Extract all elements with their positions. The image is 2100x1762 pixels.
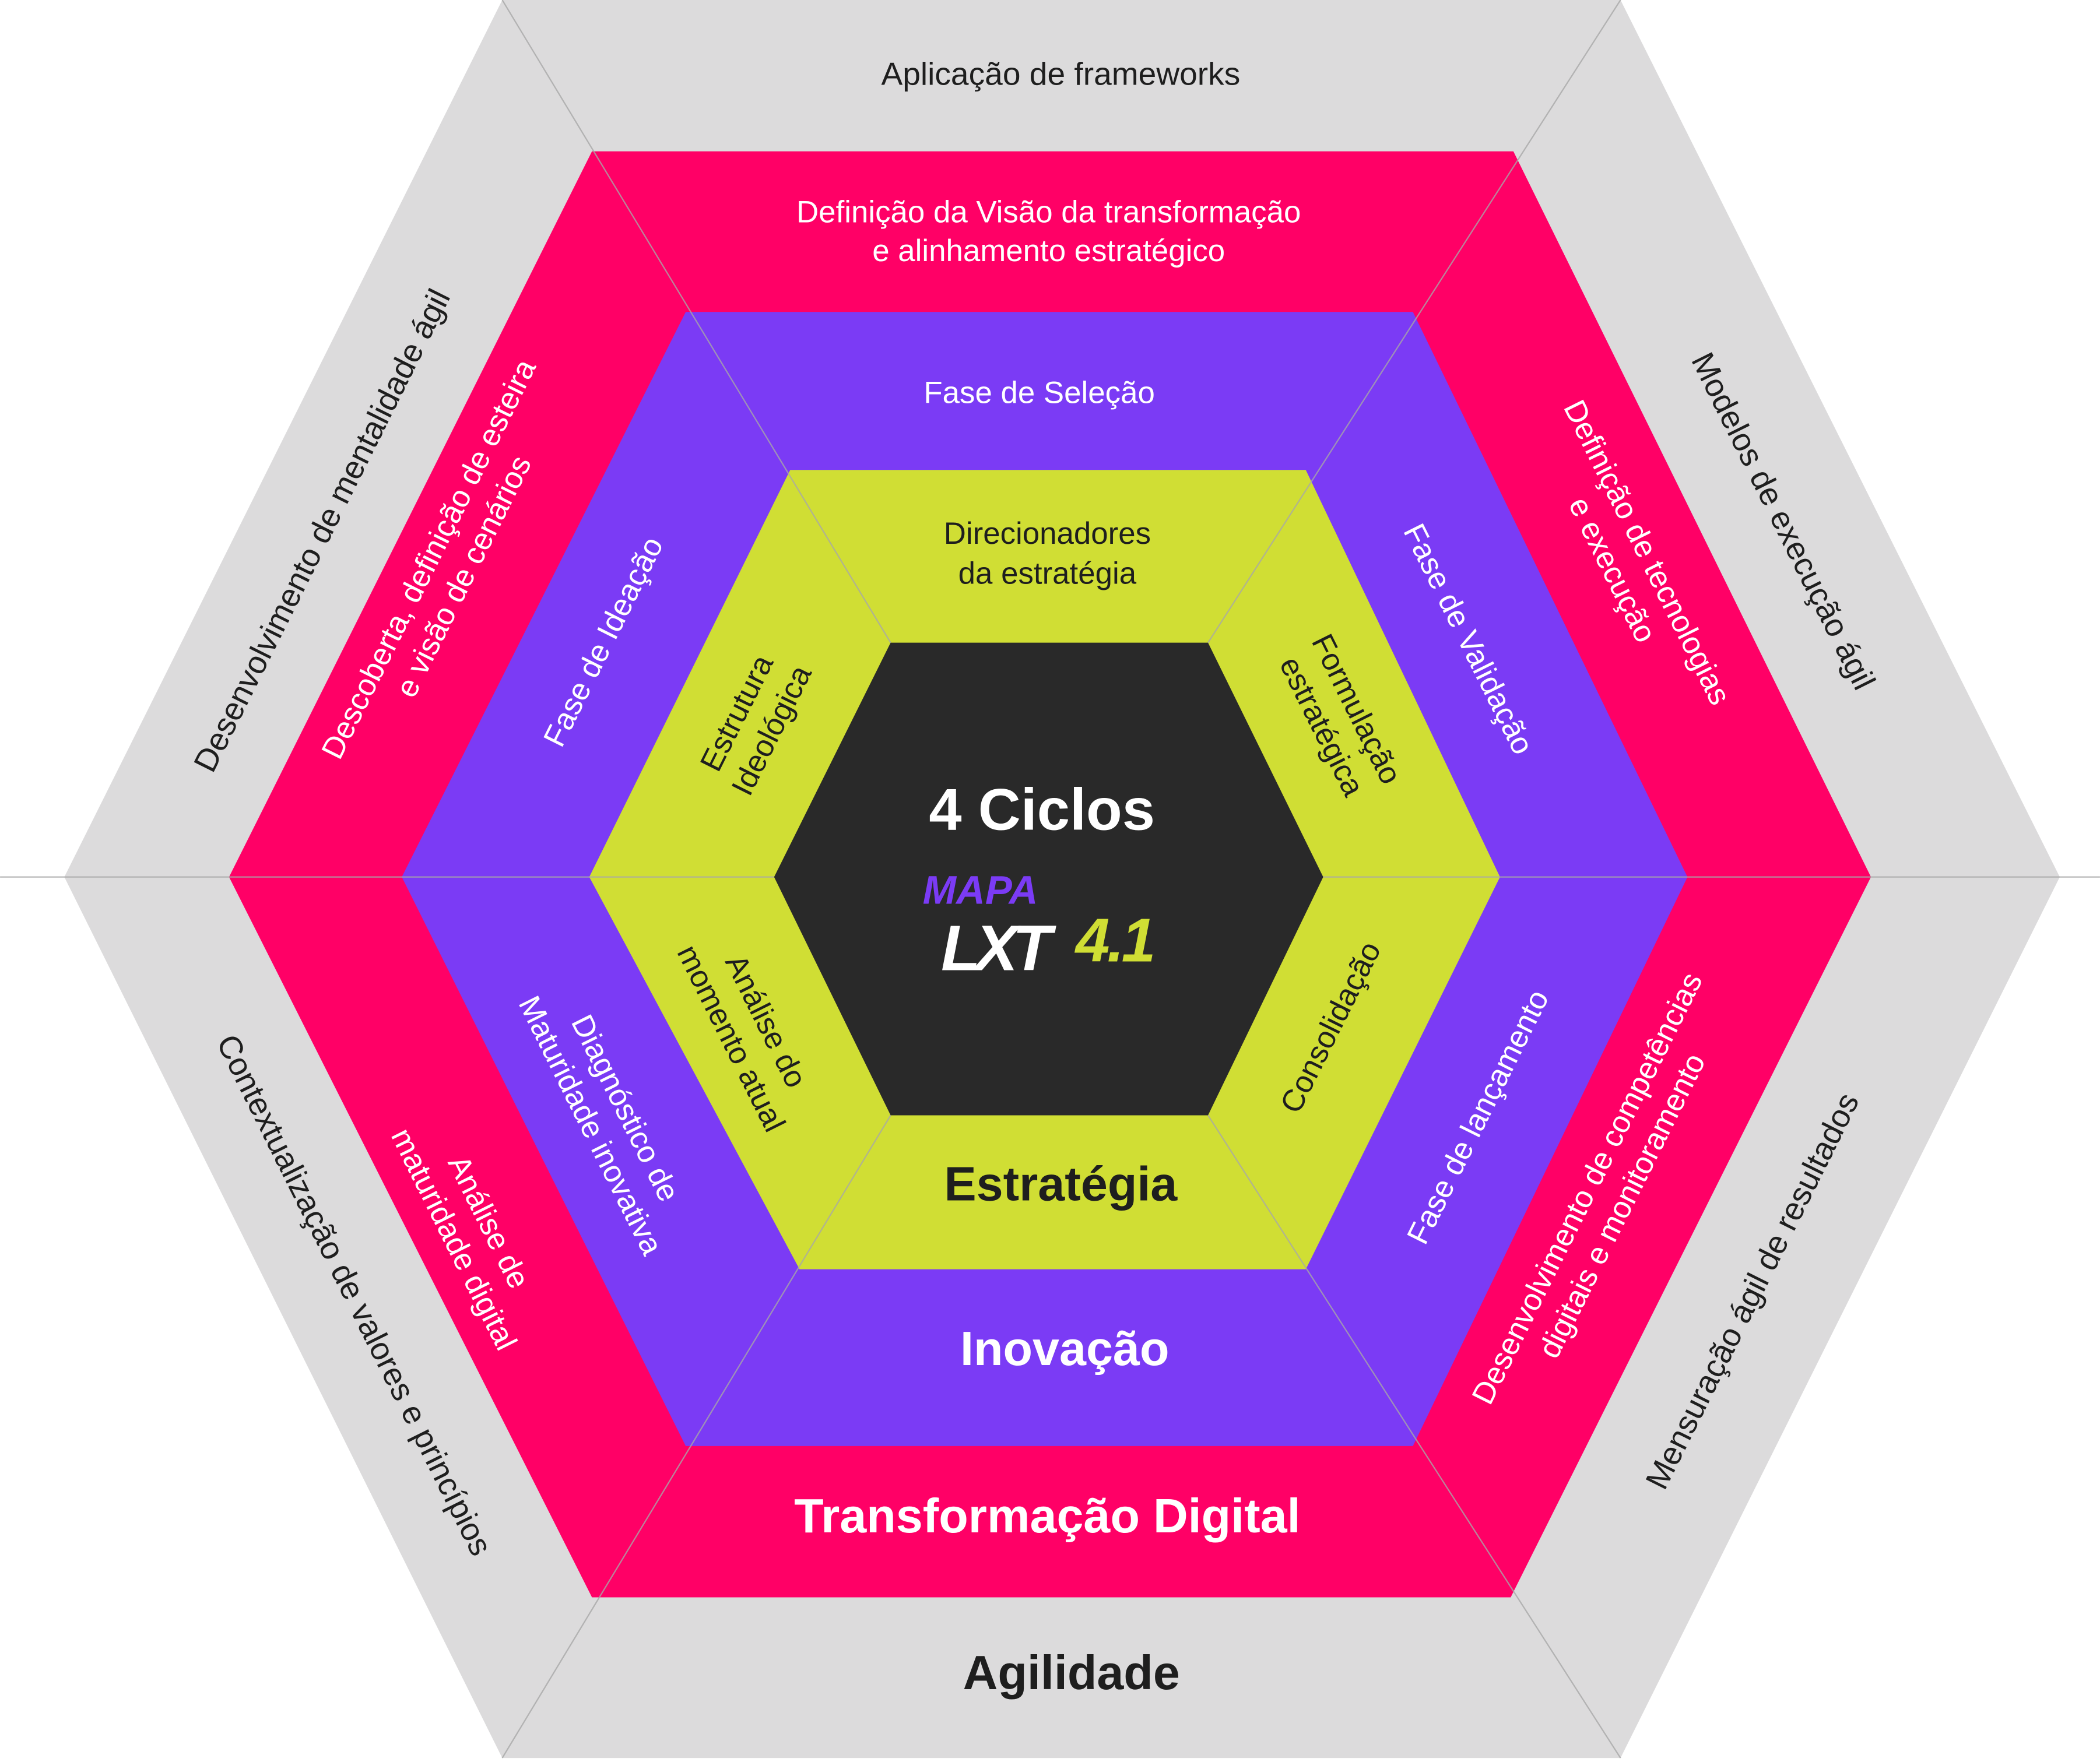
strategy-title: Estratégia — [944, 1156, 1178, 1211]
strategy-top-line-1: Direcionadores — [944, 516, 1151, 551]
mapa-lxt-logo: MAPA LXT 4.1 — [923, 867, 1156, 984]
logo-mapa: MAPA — [923, 867, 1038, 912]
dt-top-label-2: e alinhamento estratégico — [872, 234, 1225, 268]
logo-version: 4.1 — [1074, 906, 1153, 975]
core-hexagon — [774, 642, 1323, 1116]
innovation-top-label: Fase de Seleção — [923, 376, 1154, 410]
innovation-title: Inovação — [960, 1321, 1169, 1376]
logo-lxt: LXT — [941, 913, 1057, 984]
agility-title: Agilidade — [963, 1645, 1180, 1700]
core-title: 4 Ciclos — [929, 777, 1155, 842]
dt-top-label-1: Definição da Visão da transformação — [796, 195, 1301, 229]
agility-top-label: Aplicação de frameworks — [881, 55, 1240, 92]
strategy-top-line-2: da estratégia — [958, 557, 1137, 591]
dt-title: Transformação Digital — [794, 1489, 1300, 1543]
